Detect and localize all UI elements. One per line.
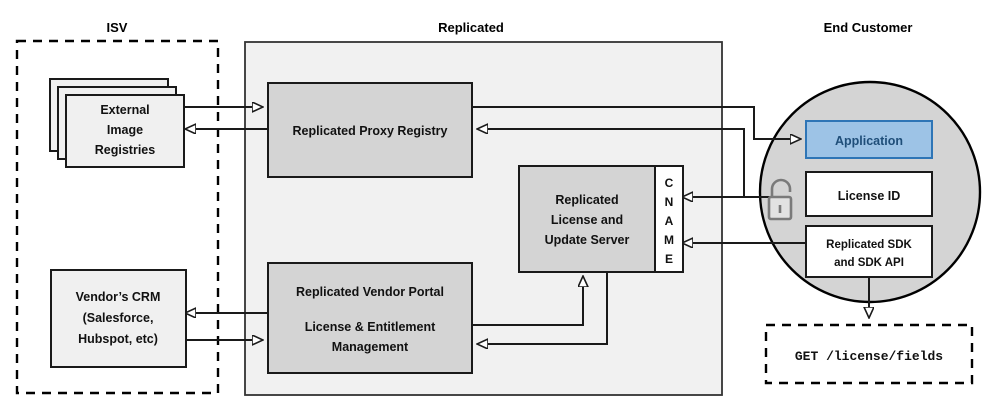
replicated-sdk-node[interactable]: Replicated SDK and SDK API bbox=[805, 225, 933, 278]
flow-vendor-portal-to-license-server bbox=[472, 277, 583, 326]
license-update-server-node[interactable]: Replicated License and Update Server bbox=[518, 165, 656, 273]
api-endpoint-label: GET /license/fields bbox=[795, 349, 943, 364]
cname-letter-e: E bbox=[665, 252, 673, 266]
vendor-portal-label-line1: Replicated Vendor Portal bbox=[296, 285, 444, 299]
license-id-node[interactable]: License ID bbox=[805, 171, 933, 217]
vendor-crm-node[interactable]: Vendor’s CRM (Salesforce, Hubspot, etc) bbox=[50, 269, 187, 368]
vendor-portal-label-line3: Management bbox=[332, 340, 409, 354]
flow-application-to-proxy bbox=[478, 129, 745, 197]
license-id-label: License ID bbox=[838, 189, 901, 203]
proxy-registry-box bbox=[267, 82, 473, 178]
cname-strip[interactable]: C N A M E bbox=[654, 165, 684, 273]
application-label: Application bbox=[835, 134, 903, 148]
cname-letter-n: N bbox=[665, 195, 674, 209]
replicated-sdk-box bbox=[805, 225, 933, 278]
vendor-crm-label-line3: Hubspot, etc) bbox=[78, 332, 158, 346]
api-endpoint-border bbox=[764, 323, 974, 385]
external-image-registries-node[interactable]: External Image Registries bbox=[49, 78, 185, 168]
vendor-portal-label-line2: License & Entitlement bbox=[305, 320, 436, 334]
replicated-vendor-portal-node[interactable]: Replicated Vendor Portal License & Entit… bbox=[267, 262, 473, 374]
proxy-registry-label: Replicated Proxy Registry bbox=[293, 124, 448, 138]
flow-license-server-to-vendor-portal bbox=[478, 272, 608, 344]
zone-label-replicated: Replicated bbox=[438, 20, 504, 35]
vendor-crm-box bbox=[50, 269, 187, 368]
registries-card-front bbox=[65, 94, 185, 168]
cname-box bbox=[654, 165, 684, 273]
license-server-label-line3: Update Server bbox=[545, 233, 630, 247]
license-server-label-line1: Replicated bbox=[555, 193, 618, 207]
api-endpoint-node[interactable]: GET /license/fields bbox=[764, 323, 974, 385]
cname-letter-a: A bbox=[665, 214, 674, 228]
vendor-crm-label-line2: (Salesforce, bbox=[83, 311, 154, 325]
flow-proxy-to-application bbox=[472, 106, 800, 139]
isv-zone-border bbox=[15, 39, 220, 395]
open-padlock-icon bbox=[767, 178, 793, 221]
zone-label-end-customer: End Customer bbox=[824, 20, 913, 35]
application-node[interactable]: Application bbox=[805, 120, 933, 159]
license-id-box bbox=[805, 171, 933, 217]
cname-letter-m: M bbox=[664, 233, 674, 247]
replicated-sdk-label-line1: Replicated SDK bbox=[826, 239, 912, 251]
registries-label-line1: External bbox=[100, 103, 149, 117]
replicated-sdk-label-line2: and SDK API bbox=[834, 257, 904, 269]
cname-letter-c: C bbox=[665, 176, 674, 190]
license-update-server-box bbox=[518, 165, 656, 273]
application-box bbox=[805, 120, 933, 159]
license-server-label-line2: License and bbox=[551, 213, 623, 227]
replicated-proxy-registry-node[interactable]: Replicated Proxy Registry bbox=[267, 82, 473, 178]
zone-label-isv: ISV bbox=[107, 20, 128, 35]
vendor-portal-box bbox=[267, 262, 473, 374]
registries-label-line3: Registries bbox=[95, 143, 155, 157]
registries-label-line2: Image bbox=[107, 123, 143, 137]
vendor-crm-label-line1: Vendor’s CRM bbox=[76, 290, 161, 304]
